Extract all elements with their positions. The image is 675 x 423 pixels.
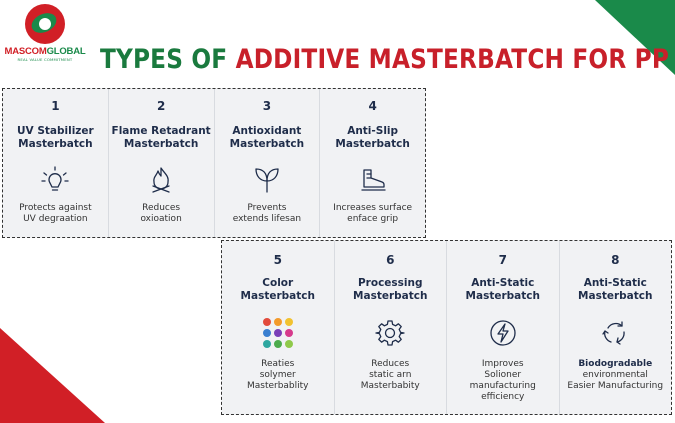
corner-decoration-red (0, 328, 105, 423)
lightning-icon (447, 313, 559, 353)
color-dot-5 (284, 329, 293, 337)
leaf-icon (215, 163, 320, 197)
page-title: TYPES OF ADDITIVE MASTERBATCH FOR PP (100, 44, 670, 75)
color-dot-6 (262, 340, 271, 348)
color-dot-3 (262, 329, 271, 337)
card-number: 3 (262, 99, 272, 113)
brand-name: MASCOMGLOBAL (4, 46, 86, 57)
gear-icon (335, 313, 447, 353)
color-dot-7 (273, 340, 282, 348)
shoe-icon (320, 163, 425, 197)
color-dot-1 (273, 318, 282, 326)
card-number: 8 (611, 253, 620, 267)
color-dot-8 (284, 340, 293, 348)
brand-tagline: REAL VALUE COMMITMENT (17, 57, 73, 62)
color-dot-0 (262, 318, 271, 326)
card-number: 2 (156, 99, 166, 113)
card-number: 4 (368, 99, 377, 113)
brand-logo: MASCOMGLOBAL REAL VALUE COMMITMENT (4, 4, 86, 62)
card-number: 7 (498, 253, 507, 267)
color-dot-4 (273, 329, 282, 337)
card-number: 1 (51, 99, 60, 113)
logo-mark-icon (25, 4, 65, 44)
card-number: 6 (386, 253, 395, 267)
color-dots-icon (222, 313, 334, 353)
color-dot-2 (284, 318, 293, 326)
card-number: 5 (273, 253, 282, 267)
recycle-icon (560, 313, 672, 353)
flame-icon (109, 163, 214, 197)
sun-icon (3, 163, 108, 197)
corner-decoration-green (595, 0, 675, 75)
